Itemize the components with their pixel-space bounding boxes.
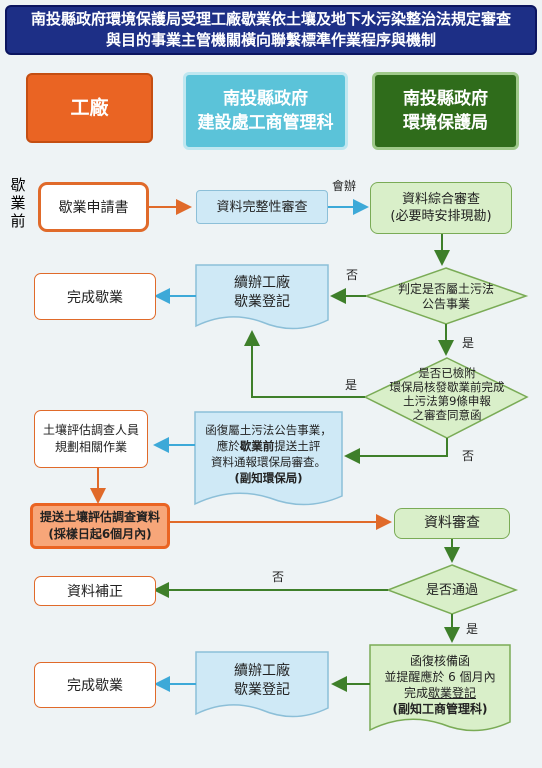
edge-label-no-1: 否 bbox=[346, 268, 359, 282]
edge-label-no-2: 否 bbox=[462, 449, 475, 463]
node-complete-2: 完成歇業 bbox=[34, 662, 156, 708]
node-completeness: 資料完整性審查 bbox=[196, 190, 328, 224]
header-factory: 工廠 bbox=[26, 73, 153, 143]
header-epb: 南投縣政府 環境保護局 bbox=[372, 72, 519, 150]
node-comprehensive: 資料綜合審查 (必要時安排現勘) bbox=[370, 182, 512, 234]
node-correction: 資料補正 bbox=[34, 576, 156, 606]
edge-label-yes-2: 是 bbox=[345, 378, 358, 392]
node-submit: 提送土壤評估調查資料 (採樣日起6個月內) bbox=[30, 503, 170, 549]
node-attached: 是否已檢附 環保局核發歇業前完成 土污法第9條申報 之審查同意函 bbox=[389, 366, 505, 422]
node-apply: 歇業申請書 bbox=[38, 182, 149, 232]
header-construction: 南投縣政府 建設處工商管理科 bbox=[183, 72, 348, 150]
edge-label-no-3: 否 bbox=[272, 570, 285, 584]
node-judge: 判定是否屬土污法 公告事業 bbox=[397, 282, 494, 311]
reply-doc-shape bbox=[194, 411, 343, 506]
node-pass: 是否通過 bbox=[425, 583, 478, 598]
node-survey: 土壤評估調查人員 規劃相關作業 bbox=[34, 410, 148, 468]
continue1-doc-shape bbox=[195, 264, 329, 330]
node-review: 資料審查 bbox=[394, 508, 510, 539]
node-reply: 函復屬土污法公告事業， 應於歇業前提送土評 資料通報環保局審查。 (副知環保局) bbox=[205, 423, 332, 485]
edge-label-co-handle: 會辦 bbox=[332, 179, 357, 193]
page-title: 南投縣政府環境保護局受理工廠歇業依土壤及地下水污染整治法規定審查 與目的事業主管… bbox=[5, 5, 537, 55]
edge-label-yes-3: 是 bbox=[466, 622, 479, 636]
node-complete-1: 完成歇業 bbox=[34, 273, 156, 320]
node-record: 函復核備函 並提醒應於 6 個月內 完成歇業登記 (副知工商管理科) bbox=[384, 654, 496, 716]
node-continue-1: 續辦工廠 歇業登記 bbox=[234, 275, 290, 310]
record-doc-shape bbox=[369, 644, 511, 732]
continue2-doc-shape bbox=[195, 651, 329, 718]
side-label-before-closure: 歇業前 bbox=[10, 176, 26, 230]
edge-label-yes-1: 是 bbox=[462, 336, 475, 350]
node-continue-2: 續辦工廠 歇業登記 bbox=[234, 663, 290, 698]
